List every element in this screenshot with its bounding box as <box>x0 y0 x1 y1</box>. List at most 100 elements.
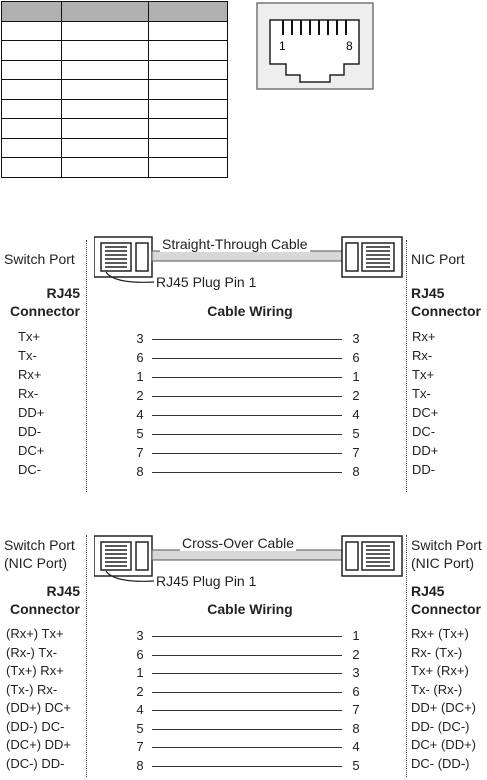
left-connector-label-2: Connector <box>10 601 80 617</box>
left-pin-number: 6 <box>136 350 144 365</box>
jack-pin-1-label: 1 <box>279 39 286 53</box>
right-pin-number: 7 <box>352 702 360 717</box>
right-port-label-1: Switch Port <box>411 537 482 553</box>
left-signal-label: (DC-) DD- <box>6 755 65 771</box>
right-pin-number: 5 <box>352 426 360 441</box>
left-connector-label-1: RJ45 <box>46 285 80 301</box>
rj45-jack-icon: 1 8 <box>256 2 374 90</box>
right-dotted-divider <box>406 240 407 492</box>
right-signal-label: Tx+ <box>412 367 435 382</box>
left-pin-number: 2 <box>136 388 144 403</box>
left-port-label-2: (NIC Port) <box>4 555 67 571</box>
cable-title: Cross-Over Cable <box>180 535 297 551</box>
table-row <box>1 79 228 100</box>
straight-cable-icon <box>94 236 403 283</box>
right-pin-number: 2 <box>352 646 360 662</box>
left-signal-label: (Rx-) Tx- <box>6 644 58 660</box>
left-signal-label: DD+ <box>18 405 45 420</box>
wire-line <box>152 728 342 730</box>
table-header-cell <box>1 1 62 22</box>
plug-pin-label: RJ45 Plug Pin 1 <box>156 573 257 589</box>
left-port-label: Switch Port <box>4 251 75 267</box>
wire-line <box>152 472 342 473</box>
left-port-label-1: Switch Port <box>4 537 75 553</box>
right-pin-number: 1 <box>352 628 360 643</box>
right-port-label: NIC Port <box>411 251 465 267</box>
right-pin-number: 2 <box>352 388 360 403</box>
right-signal-label: Rx- <box>412 348 433 363</box>
table-row <box>1 98 228 119</box>
right-signal-label: DD+ <box>412 443 439 458</box>
left-pin-number: 7 <box>136 739 144 754</box>
left-signal-label: (DD-) DC- <box>6 718 65 734</box>
wire-line <box>152 358 342 359</box>
left-signal-label: Rx- <box>18 386 39 401</box>
left-pin-number: 4 <box>136 702 144 717</box>
right-pin-number: 8 <box>352 464 360 479</box>
right-signal-label: DC+ <box>412 405 439 420</box>
left-connector-label-1: RJ45 <box>46 583 80 599</box>
left-signal-label: DC- <box>18 462 42 477</box>
left-signal-label: (Rx+) Tx+ <box>6 626 64 641</box>
left-pin-number: 1 <box>136 369 144 384</box>
right-connector-label-2: Connector <box>411 303 481 319</box>
left-signal-label: DC+ <box>18 443 45 458</box>
table-row <box>1 137 228 158</box>
left-pin-number: 3 <box>136 628 144 643</box>
left-signal-label: Tx+ <box>18 329 41 344</box>
wire-line <box>152 453 342 454</box>
right-signal-label: DD+ (DC+) <box>411 700 477 715</box>
right-pin-number: 8 <box>352 720 360 736</box>
wire-line <box>152 747 342 748</box>
right-signal-label: DD- (DC-) <box>411 718 470 734</box>
right-connector-label-1: RJ45 <box>411 583 445 599</box>
right-pin-number: 3 <box>352 331 360 346</box>
right-pin-number: 3 <box>352 665 360 680</box>
wire-line <box>152 339 342 340</box>
right-pin-number: 6 <box>352 683 360 699</box>
table-header-cell <box>148 1 228 22</box>
right-port-label-2: (NIC Port) <box>411 555 474 571</box>
right-pin-number: 4 <box>352 739 360 754</box>
wire-line <box>152 396 342 397</box>
left-signal-label: (DC+) DD+ <box>6 737 72 752</box>
right-pin-number: 7 <box>352 445 360 460</box>
table-row <box>1 20 228 41</box>
left-pin-number: 8 <box>136 464 144 479</box>
right-signal-label: Rx+ (Tx+) <box>411 626 469 641</box>
left-pin-number: 3 <box>136 331 144 346</box>
right-signal-label: DD- <box>412 462 436 477</box>
left-pin-number: 2 <box>136 683 144 699</box>
left-pin-number: 5 <box>136 720 144 736</box>
left-signal-label: DD- <box>18 424 42 439</box>
right-signal-label: Tx- (Rx-) <box>411 681 463 697</box>
right-pin-number: 4 <box>352 407 360 422</box>
right-pin-number: 5 <box>352 757 360 773</box>
right-dotted-divider <box>406 535 407 777</box>
wire-line <box>152 710 342 711</box>
right-pin-number: 1 <box>352 369 360 384</box>
table-row <box>1 118 228 139</box>
left-signal-label: (DD+) DC+ <box>6 700 72 715</box>
left-signal-label: Tx- <box>18 348 37 363</box>
right-pin-number: 6 <box>352 350 360 365</box>
left-signal-label: (Tx+) Rx+ <box>6 663 64 678</box>
right-signal-label: DC+ (DD+) <box>411 737 477 752</box>
wire-line <box>152 654 342 656</box>
left-signal-label: Rx+ <box>18 367 42 382</box>
right-signal-label: Rx+ <box>412 329 436 344</box>
cable-wiring-label: Cable Wiring <box>207 303 293 319</box>
table-row <box>1 40 228 61</box>
cable-wiring-label: Cable Wiring <box>207 601 293 617</box>
wire-line <box>152 434 342 435</box>
table-row <box>1 59 228 80</box>
table-header-row <box>1 1 228 22</box>
left-pin-number: 1 <box>136 665 144 680</box>
jack-pin-8-label: 8 <box>346 39 353 53</box>
wire-line <box>152 691 342 693</box>
wire-line <box>152 415 342 416</box>
right-signal-label: DC- <box>412 424 436 439</box>
left-pin-number: 7 <box>136 445 144 460</box>
wire-line <box>152 377 342 378</box>
right-connector-label-1: RJ45 <box>411 285 445 301</box>
